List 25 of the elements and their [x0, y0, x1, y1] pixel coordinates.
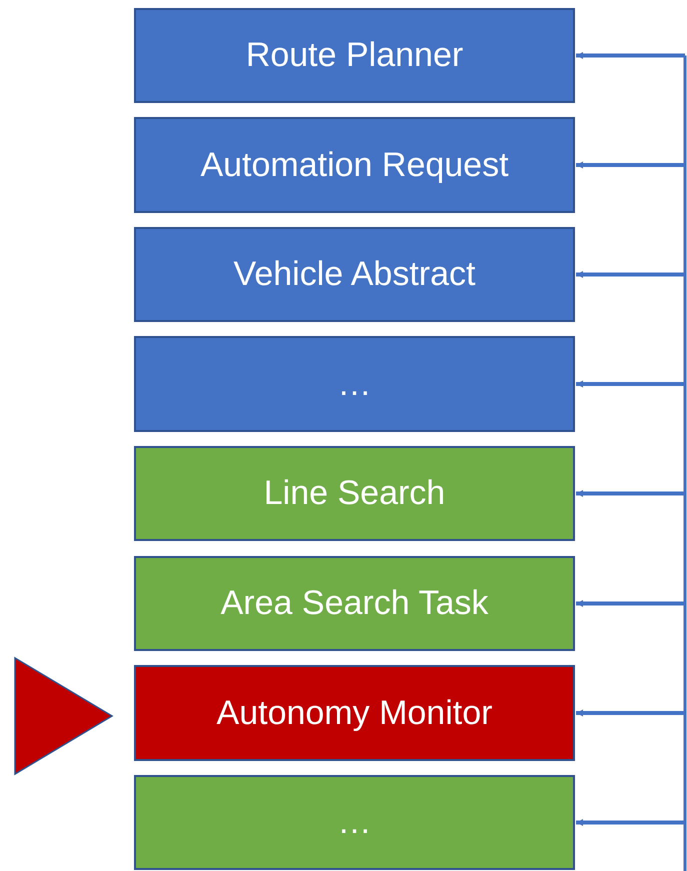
module-box — [134, 227, 575, 322]
module-box — [134, 117, 575, 213]
pointer-triangle — [14, 657, 113, 775]
arrow — [576, 819, 685, 826]
module-label: Vehicle Abstract — [234, 255, 476, 294]
module-box — [134, 446, 575, 541]
arrow — [576, 162, 685, 168]
arrow — [576, 52, 685, 59]
module-label: Area Search Task — [220, 584, 488, 623]
arrow — [576, 490, 685, 497]
module-box — [134, 336, 575, 432]
module-label: … — [338, 364, 372, 404]
module-label: Line Search — [264, 474, 446, 513]
module-box — [134, 8, 575, 103]
module-box — [134, 556, 575, 651]
module-label: … — [338, 803, 372, 842]
module-label: Automation Request — [200, 146, 509, 184]
arrow — [576, 600, 685, 607]
arrow — [576, 380, 685, 388]
arrow — [576, 271, 685, 278]
module-label: Route Planner — [246, 36, 464, 75]
module-box — [134, 665, 575, 761]
module-label: Autonomy Monitor — [216, 694, 492, 732]
module-box — [134, 775, 575, 870]
arrow — [576, 710, 685, 716]
